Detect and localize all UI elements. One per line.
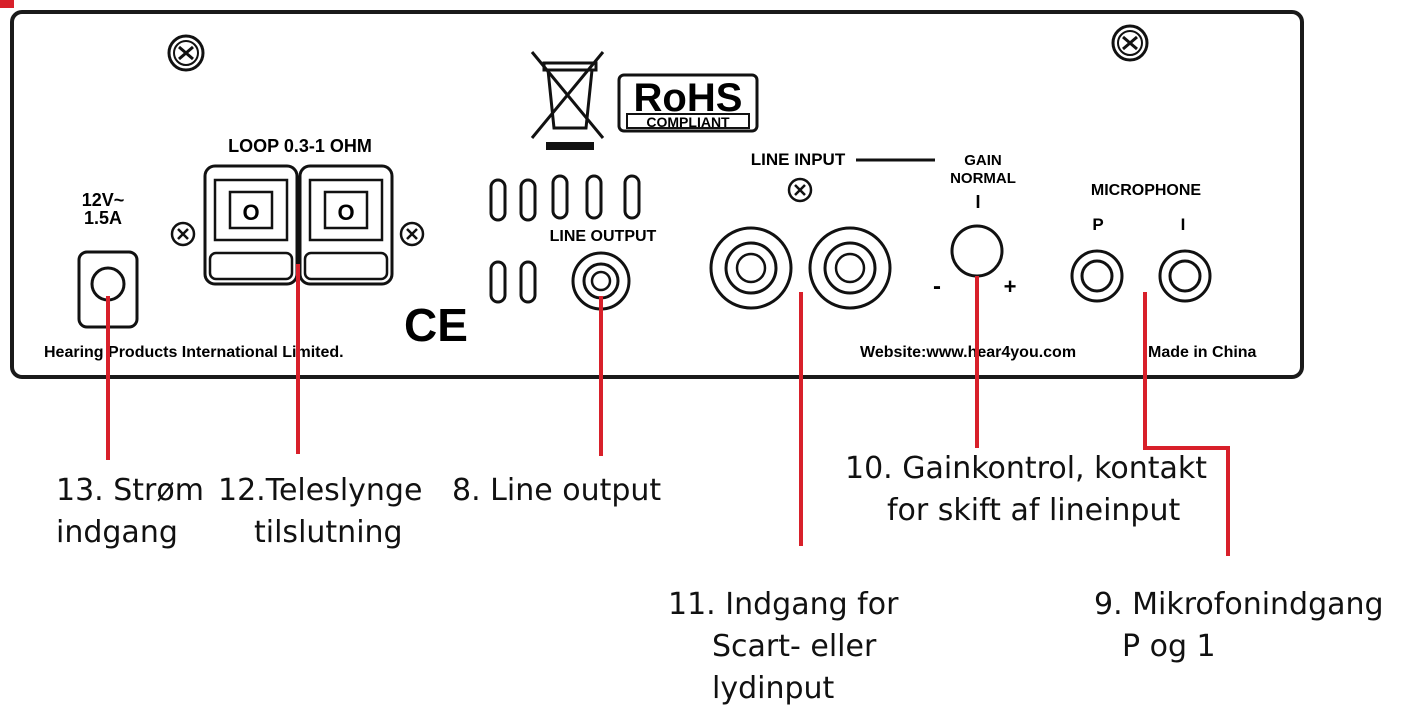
- corner-mark: [0, 0, 14, 8]
- callout-9: 9. Mikrofonindgang P og 1: [1094, 584, 1384, 668]
- switch-symbol: O: [242, 200, 259, 225]
- rohs-text: RoHS: [634, 76, 743, 120]
- screw-icon: [787, 177, 813, 203]
- callout-9-line2: P og 1: [1122, 629, 1216, 664]
- callout-8-line1: 8. Line output: [452, 473, 662, 508]
- normal-label: NORMAL: [950, 170, 1016, 187]
- loop-switch-right: O: [298, 164, 394, 286]
- mic-jack-p: [1070, 249, 1124, 303]
- callout-8: 8. Line output: [452, 470, 661, 512]
- screw-icon: [167, 34, 205, 72]
- callout-11-line3: lydinput: [712, 671, 835, 706]
- gain-label: GAIN: [964, 152, 1002, 169]
- gain-minus-mark: -: [933, 273, 941, 300]
- line-input-label: LINE INPUT: [751, 150, 846, 169]
- loop-label: LOOP 0.3-1 OHM: [228, 136, 372, 156]
- callout-12-line2: tilslutning: [254, 515, 403, 550]
- screw-icon: [1111, 24, 1149, 62]
- manufacturer-text: Hearing Products International Limited.: [44, 344, 344, 361]
- line-input-rca-left: [709, 226, 793, 310]
- power-rating-current: 1.5A: [84, 208, 122, 228]
- rear-panel-outline: [10, 10, 1304, 379]
- line-output-label: LINE OUTPUT: [550, 228, 657, 245]
- power-jack: [77, 250, 139, 329]
- switch-symbol: O: [337, 200, 354, 225]
- callout-10-line2: for skift af lineinput: [887, 493, 1181, 528]
- power-rating-voltage: 12V~: [82, 190, 125, 210]
- callout-9-line1: 9. Mikrofonindgang: [1094, 587, 1384, 622]
- callout-10-line1: 10. Gainkontrol, kontakt: [845, 451, 1208, 486]
- weee-bin-icon: [530, 51, 605, 150]
- microphone-label: MICROPHONE: [1091, 182, 1202, 199]
- callout-11: 11. Indgang for Scart- eller lydinput: [668, 584, 898, 710]
- made-in-text: Made in China: [1148, 344, 1257, 361]
- leader-line-9: [1143, 292, 1230, 556]
- normal-mark: I: [975, 192, 980, 212]
- callout-11-line2: Scart- eller: [712, 629, 877, 664]
- leader-lines: [106, 264, 1230, 556]
- callout-13-line1: 13. Strøm: [56, 473, 204, 508]
- ce-mark: CE: [404, 299, 468, 351]
- website-text: Website:www.hear4you.com: [860, 344, 1076, 361]
- callout-13: 13. Strøm indgang: [56, 470, 204, 554]
- callout-12: 12.Teleslynge tilslutning: [218, 470, 422, 554]
- rohs-badge: RoHS COMPLIANT: [617, 73, 759, 133]
- mic-jack-i: [1158, 249, 1212, 303]
- callout-11-line1: 11. Indgang for: [668, 587, 899, 622]
- rohs-compliant-text: COMPLIANT: [646, 114, 730, 130]
- mic-p-label: P: [1092, 215, 1103, 234]
- screw-icon: [399, 221, 425, 247]
- mic-i-label: I: [1181, 215, 1186, 234]
- gain-switch: [950, 224, 1004, 278]
- callout-12-line1: 12.Teleslynge: [218, 473, 423, 508]
- callout-13-line2: indgang: [56, 515, 178, 550]
- callout-10: 10. Gainkontrol, kontakt for skift af li…: [845, 448, 1207, 532]
- gain-plus-mark: +: [1004, 274, 1017, 299]
- loop-switch-left: O: [203, 164, 299, 286]
- line-output-jack: [571, 251, 631, 311]
- screw-icon: [170, 221, 196, 247]
- line-input-rca-right: [808, 226, 892, 310]
- vent-slots: [489, 174, 641, 304]
